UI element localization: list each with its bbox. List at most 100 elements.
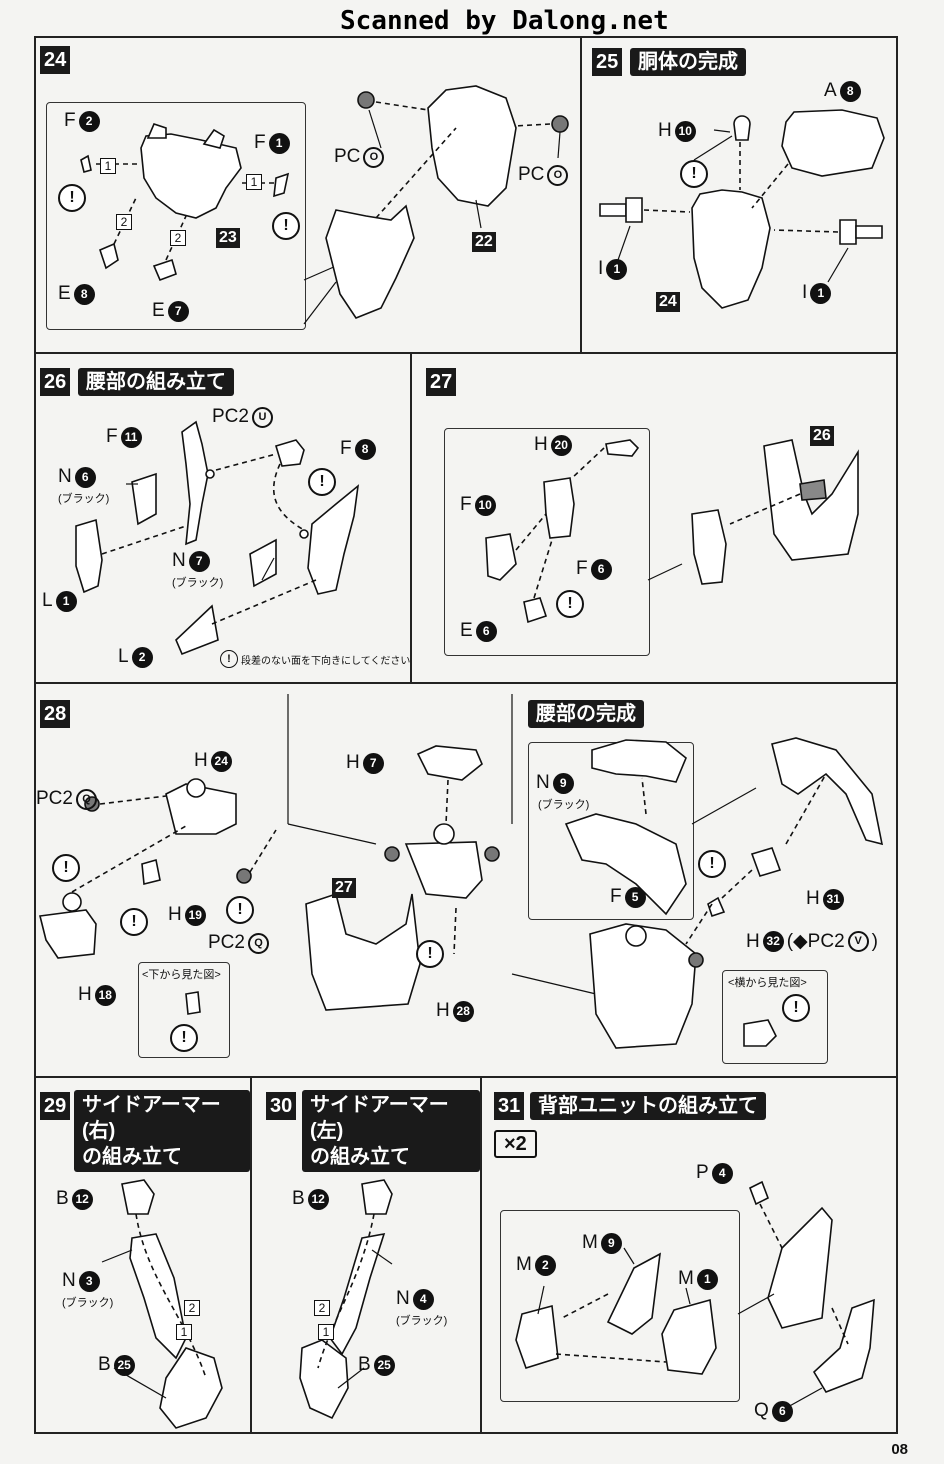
step-31-inset <box>500 1210 740 1402</box>
step-26-note: !段差のない面を下向きにしてください。 <box>220 650 420 668</box>
order-1-left: 1 <box>100 158 116 174</box>
order-1-right: 1 <box>246 174 262 190</box>
step-30-title: サイドアーマー(左)の組み立て <box>302 1090 480 1172</box>
part-p4 <box>748 1180 770 1206</box>
order-2: 2 <box>184 1300 200 1316</box>
part-h24 <box>165 783 237 835</box>
part-h20 <box>605 439 640 457</box>
badge-27: 27 <box>332 878 356 898</box>
step-28-drawing <box>39 694 884 1049</box>
warning-icon: ! <box>58 184 86 212</box>
badge-22: 22 <box>472 232 496 252</box>
waist-inset <box>528 742 694 920</box>
step-25-drawing <box>599 109 885 309</box>
step-29-title: サイドアーマー(右)の組み立て <box>74 1090 250 1172</box>
step-24-inset <box>46 102 306 330</box>
step-24-drawing <box>80 85 569 325</box>
waist-upper-assembly <box>771 737 884 846</box>
warning-icon: ! <box>698 850 726 878</box>
part-f8 <box>307 484 360 595</box>
step-31-drawing <box>515 1180 875 1409</box>
step-27-number: 27 <box>426 368 457 396</box>
note-black-n3: (ブラック) <box>62 1297 114 1309</box>
part-m2 <box>515 1304 559 1369</box>
warning-icon: ! <box>170 1024 198 1052</box>
warning-icon: ! <box>680 160 708 188</box>
part-b25 <box>159 1347 223 1429</box>
back-plate-a8 <box>781 109 885 177</box>
order-2-right: 2 <box>170 230 186 246</box>
step-24-number: 24 <box>40 46 71 74</box>
order-2-left: 2 <box>116 214 132 230</box>
warning-icon: ! <box>226 896 254 924</box>
note-black-n7: (ブラック) <box>172 577 224 589</box>
chest-upper-part-22 <box>427 85 517 207</box>
order-1: 1 <box>176 1324 192 1340</box>
part-n3 <box>129 1233 187 1360</box>
step-29-number: 29 <box>40 1092 71 1120</box>
side-view-caption: <横から見た図> <box>728 977 807 989</box>
step-27-inset <box>444 428 650 656</box>
part-m9 <box>606 1252 661 1335</box>
step-29-drawing <box>101 1179 223 1429</box>
order-2: 2 <box>314 1300 330 1316</box>
step-26-number: 26 <box>40 368 71 396</box>
note-black-n9: (ブラック) <box>538 799 590 811</box>
bottom-view-inset <box>138 962 230 1058</box>
part-h18 <box>39 909 97 959</box>
part-f5 <box>564 813 687 916</box>
side-view-inset <box>722 970 828 1064</box>
assembly-26 <box>763 439 859 561</box>
note-black-n6: (ブラック) <box>58 493 110 505</box>
part-b12 <box>121 1179 155 1215</box>
warning-icon: ! <box>556 590 584 618</box>
warning-icon: ! <box>416 940 444 968</box>
warning-icon: ! <box>220 650 238 668</box>
step-30-number: 30 <box>266 1092 297 1120</box>
warning-icon: ! <box>120 908 148 936</box>
part-h7 <box>416 745 483 781</box>
step-27-drawing <box>485 439 859 624</box>
warning-icon: ! <box>52 854 80 882</box>
warning-icon: ! <box>782 994 810 1022</box>
step-26-drawing <box>75 420 360 656</box>
bottom-view-caption: <下から見た図> <box>142 969 221 981</box>
multiplier-x2: ×2 <box>494 1130 537 1158</box>
